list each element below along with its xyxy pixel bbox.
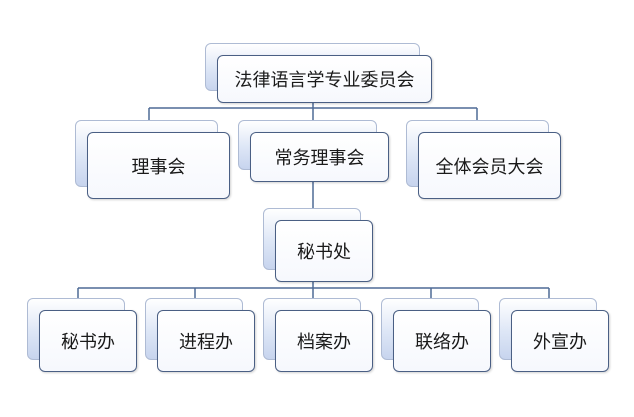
node-secretariat: 秘书处 [263,208,373,282]
node-office-3-label: 档案办 [275,310,373,372]
node-standing-board: 常务理事会 [238,120,389,182]
node-office-2: 进程办 [145,298,255,372]
node-secretariat-label: 秘书处 [275,220,373,282]
node-office-4-label: 联络办 [393,310,491,372]
node-office-5-label: 外宣办 [511,310,609,372]
node-standing-board-label: 常务理事会 [250,132,389,182]
node-office-2-label: 进程办 [157,310,255,372]
node-root: 法律语言学专业委员会 [205,43,432,103]
node-office-3: 档案办 [263,298,373,372]
node-board: 理事会 [75,120,230,199]
node-root-label: 法律语言学专业委员会 [217,55,432,103]
node-office-1: 秘书办 [27,298,137,372]
node-office-1-label: 秘书办 [39,310,137,372]
node-office-5: 外宣办 [499,298,609,372]
node-board-label: 理事会 [87,132,230,199]
node-general-assembly-label: 全体会员大会 [418,132,561,199]
node-general-assembly: 全体会员大会 [406,120,561,199]
node-office-4: 联络办 [381,298,491,372]
